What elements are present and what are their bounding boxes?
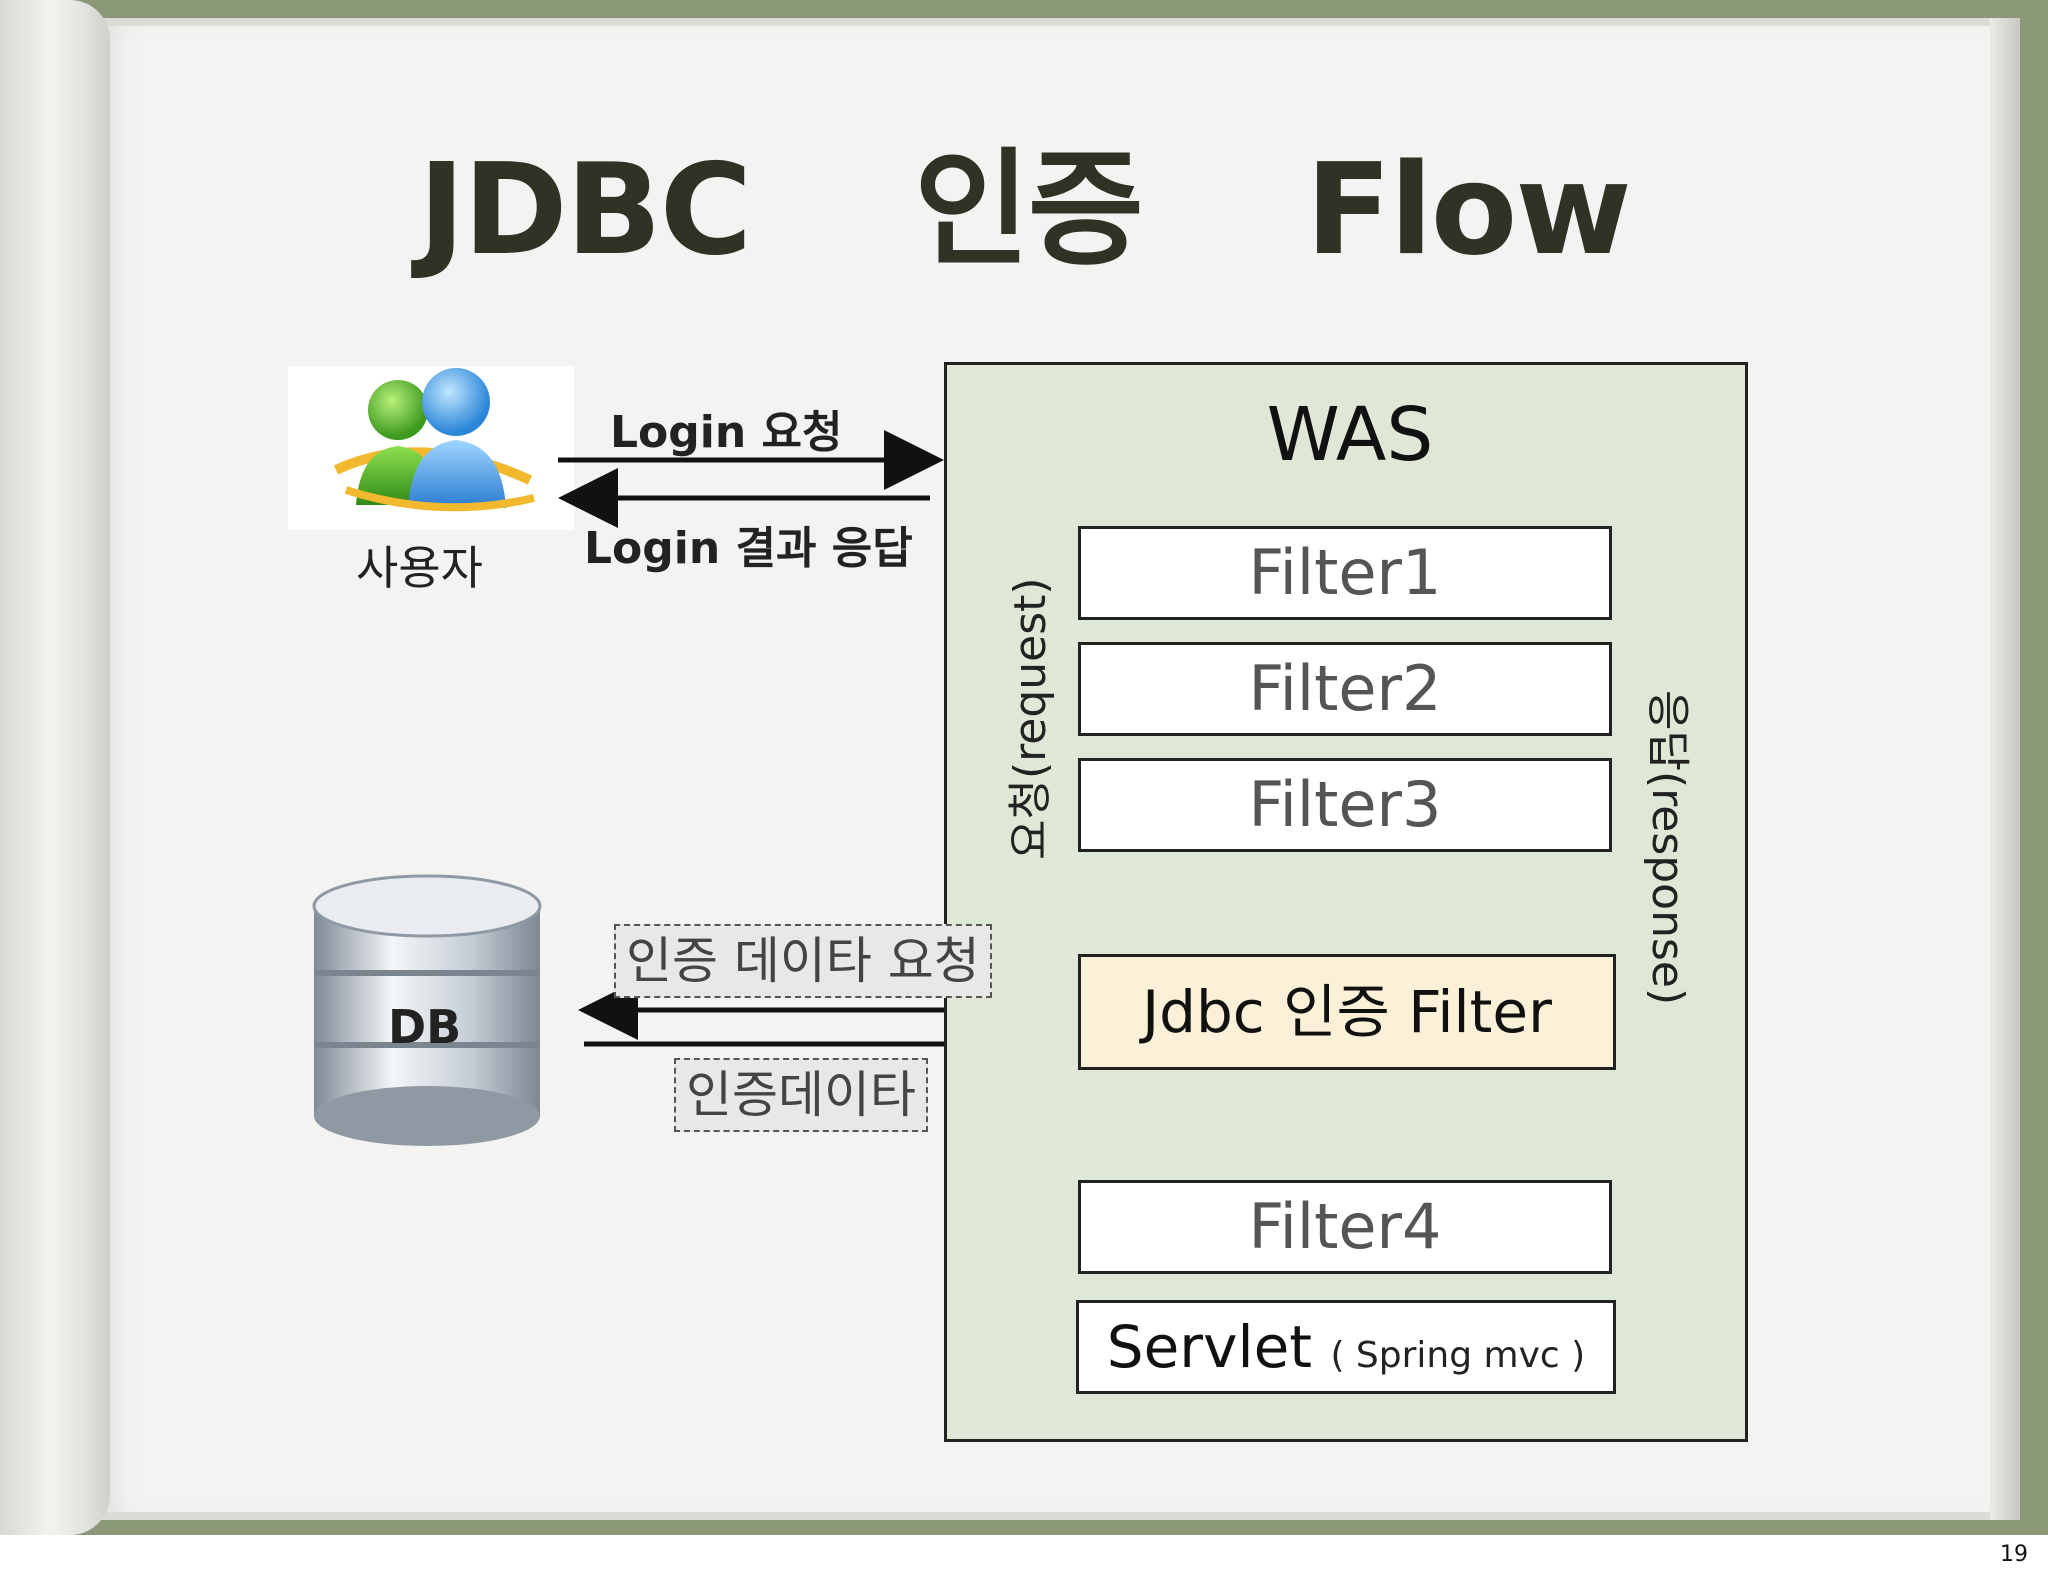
page-curl: [0, 0, 110, 1535]
filter3-box: Filter3: [1078, 758, 1612, 852]
jdbc-auth-filter-box: Jdbc 인증 Filter: [1078, 954, 1616, 1070]
filter2-box: Filter2: [1078, 642, 1612, 736]
auth-data-request-label: 인증 데이타 요청: [614, 924, 992, 998]
user-label: 사용자: [356, 541, 483, 595]
response-label: 응답(response): [1642, 690, 1693, 1006]
was-container: [944, 362, 1748, 1442]
page-edge: [1990, 18, 2020, 1520]
servlet-box: Servlet ( Spring mvc ): [1076, 1300, 1616, 1394]
slide-title: JDBC 인증 Flow: [418, 136, 1632, 283]
filter1-box: Filter1: [1078, 526, 1612, 620]
request-label: 요청(request): [1005, 577, 1056, 860]
auth-data-label: 인증데이타: [674, 1058, 928, 1132]
login-request-label: Login 요청: [610, 407, 843, 458]
database-icon: [312, 874, 542, 1146]
filter4-box: Filter4: [1078, 1180, 1612, 1274]
was-label: WAS: [1266, 392, 1434, 478]
db-label: DB: [388, 1000, 462, 1054]
login-response-label: Login 결과 응답: [584, 523, 913, 574]
page-number: 19: [2000, 1542, 2028, 1567]
